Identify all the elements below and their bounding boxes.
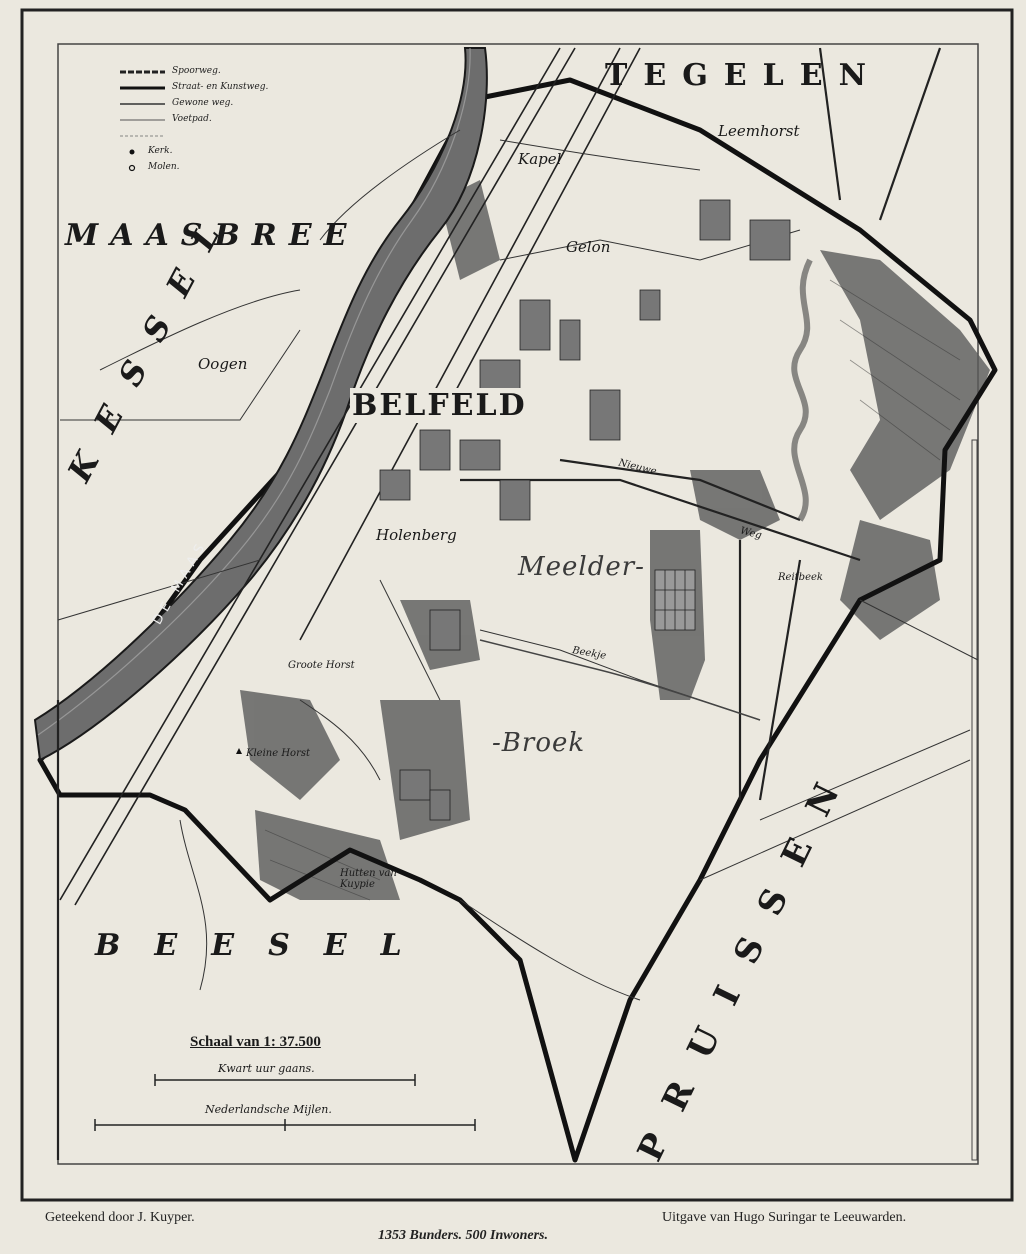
town-label-belfeld: BELFELD bbox=[350, 388, 529, 423]
place-kleine-horst: Kleine Horst bbox=[246, 748, 310, 759]
area-label-broek: -Broek bbox=[492, 728, 586, 758]
footer-stats: 1353 Bunders. 500 Inwoners. bbox=[378, 1228, 548, 1243]
hatching bbox=[264, 279, 961, 901]
outer-frame bbox=[20, 8, 1014, 1202]
legend-item-railway: Spoorweg. bbox=[172, 66, 221, 76]
railways bbox=[59, 47, 641, 906]
region-label-beesel: BEESEL bbox=[95, 928, 436, 963]
legend-item-road: Gewone weg. bbox=[172, 98, 234, 108]
main-roads bbox=[56, 47, 942, 1160]
place-gelon: Gelon bbox=[566, 238, 611, 256]
footer-author: Geteekend door J. Kuyper. bbox=[45, 1210, 195, 1225]
place-leemhorst: Leemhorst bbox=[718, 122, 800, 140]
place-hutten: Hutten van Kuypie bbox=[340, 868, 397, 890]
area-label-meelder: Meelder- bbox=[518, 552, 645, 582]
legend-item-street: Straat- en Kunstweg. bbox=[172, 82, 269, 92]
scale-title: Schaal van 1: 37.500 bbox=[190, 1034, 321, 1050]
place-reitbeek: Reitbeek bbox=[778, 572, 823, 583]
place-kapel: Kapel bbox=[518, 150, 562, 168]
woodland-areas bbox=[240, 180, 990, 900]
frame-strip bbox=[971, 439, 978, 1161]
stream-broek bbox=[479, 639, 761, 721]
scale-bar2-label: Nederlandsche Mijlen. bbox=[205, 1103, 332, 1116]
river-maas bbox=[33, 47, 488, 762]
stream-east bbox=[791, 258, 813, 522]
river-highlight bbox=[37, 47, 471, 736]
legend-item-mill: Molen. bbox=[148, 162, 180, 172]
region-label-tegelen: TEGELEN bbox=[605, 58, 883, 93]
inner-frame bbox=[57, 43, 979, 1165]
place-oogen: Oogen bbox=[198, 355, 248, 373]
churches bbox=[236, 748, 242, 754]
scale-bars bbox=[94, 1074, 476, 1131]
legend-item-footpath: Voetpad. bbox=[172, 114, 212, 124]
legend-symbols bbox=[120, 70, 165, 172]
footer-publisher: Uitgave van Hugo Suringar te Leeuwarden. bbox=[662, 1210, 907, 1225]
region-label-maasbree: MAASBREE bbox=[65, 218, 359, 253]
block-grid bbox=[655, 570, 695, 630]
place-holenberg: Holenberg bbox=[376, 526, 457, 544]
scale-bar1-label: Kwart uur gaans. bbox=[218, 1062, 315, 1075]
place-groote-horst: Groote Horst bbox=[288, 660, 355, 671]
legend-item-church: Kerk. bbox=[148, 146, 173, 156]
